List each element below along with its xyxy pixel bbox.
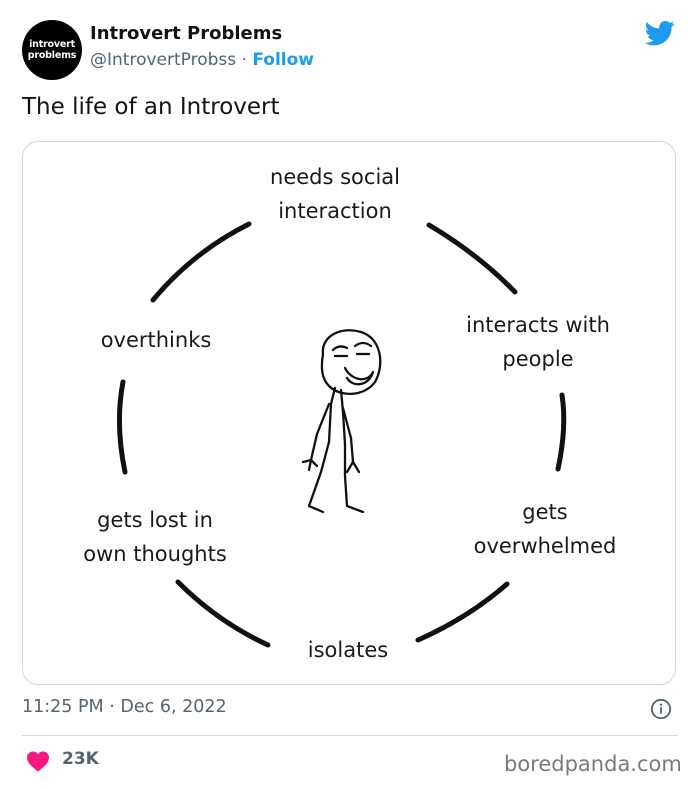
- cycle-arrows: [116, 221, 567, 648]
- avatar-text-line1: introvert: [29, 39, 75, 50]
- step-overthinks: overthinks: [79, 323, 233, 357]
- tweet-text: The life of an Introvert: [22, 94, 280, 120]
- mouth: [343, 366, 375, 386]
- head: [320, 329, 382, 395]
- eyebrow-left: [331, 345, 349, 352]
- step-overwhelmed-line2: overwhelmed: [473, 534, 617, 558]
- info-icon[interactable]: [650, 698, 672, 720]
- twitter-bird-icon[interactable]: [643, 18, 677, 48]
- tweet-date: Dec 6, 2022: [120, 697, 227, 717]
- divider: [22, 735, 678, 736]
- arc-left: [116, 379, 128, 475]
- neck-body: [327, 386, 337, 444]
- step-interacts-line2: people: [502, 347, 574, 371]
- step-needs-line2: interaction: [278, 199, 392, 223]
- handle[interactable]: @IntrovertProbss: [90, 50, 237, 70]
- step-needs-line1: needs social: [270, 165, 400, 189]
- step-needs-social-interaction: needs social interaction: [243, 160, 427, 228]
- step-interacts-line1: interacts with: [466, 313, 610, 337]
- watermark: boredpanda.com: [504, 752, 682, 776]
- step-gets-overwhelmed: gets overwhelmed: [453, 495, 637, 563]
- tweet-timestamp[interactable]: 11:25 PM · Dec 6, 2022: [22, 697, 227, 717]
- avatar[interactable]: introvert problems: [22, 20, 82, 80]
- like-count[interactable]: 23K: [62, 749, 99, 769]
- step-overwhelmed-line1: gets: [522, 500, 568, 524]
- leg-left: [307, 440, 331, 514]
- leg-right: [343, 442, 365, 514]
- heart-icon[interactable]: [26, 750, 50, 772]
- timestamp-separator: ·: [109, 697, 115, 717]
- tweet-image[interactable]: needs social interaction interacts with …: [22, 141, 676, 685]
- arc-top-left: [150, 221, 252, 303]
- follow-button[interactable]: Follow: [252, 50, 314, 70]
- step-isolates-line1: isolates: [307, 638, 389, 662]
- arm-left: [309, 402, 331, 462]
- step-gets-lost-in-own-thoughts: gets lost in own thoughts: [63, 503, 247, 571]
- display-name[interactable]: Introvert Problems: [90, 23, 283, 44]
- arm-right: [341, 406, 355, 464]
- arc-right: [555, 392, 567, 472]
- arc-bottom-right: [415, 581, 510, 643]
- eyebrow-right: [353, 341, 373, 348]
- hand-left: [301, 458, 319, 472]
- arc-bottom-left: [175, 579, 271, 648]
- hand-right: [345, 460, 361, 474]
- step-overthinks-line1: overthinks: [100, 328, 212, 352]
- step-lost-line2: own thoughts: [83, 542, 227, 566]
- step-interacts-with-people: interacts with people: [448, 308, 628, 376]
- separator-dot: ·: [241, 50, 247, 70]
- avatar-text-line2: problems: [27, 50, 77, 61]
- arc-top-right: [426, 222, 518, 295]
- tweet-time: 11:25 PM: [22, 697, 104, 717]
- step-isolates: isolates: [273, 633, 423, 667]
- step-lost-line1: gets lost in: [97, 508, 213, 532]
- stick-figure: [301, 329, 382, 514]
- handle-row: @IntrovertProbss · Follow: [90, 50, 314, 70]
